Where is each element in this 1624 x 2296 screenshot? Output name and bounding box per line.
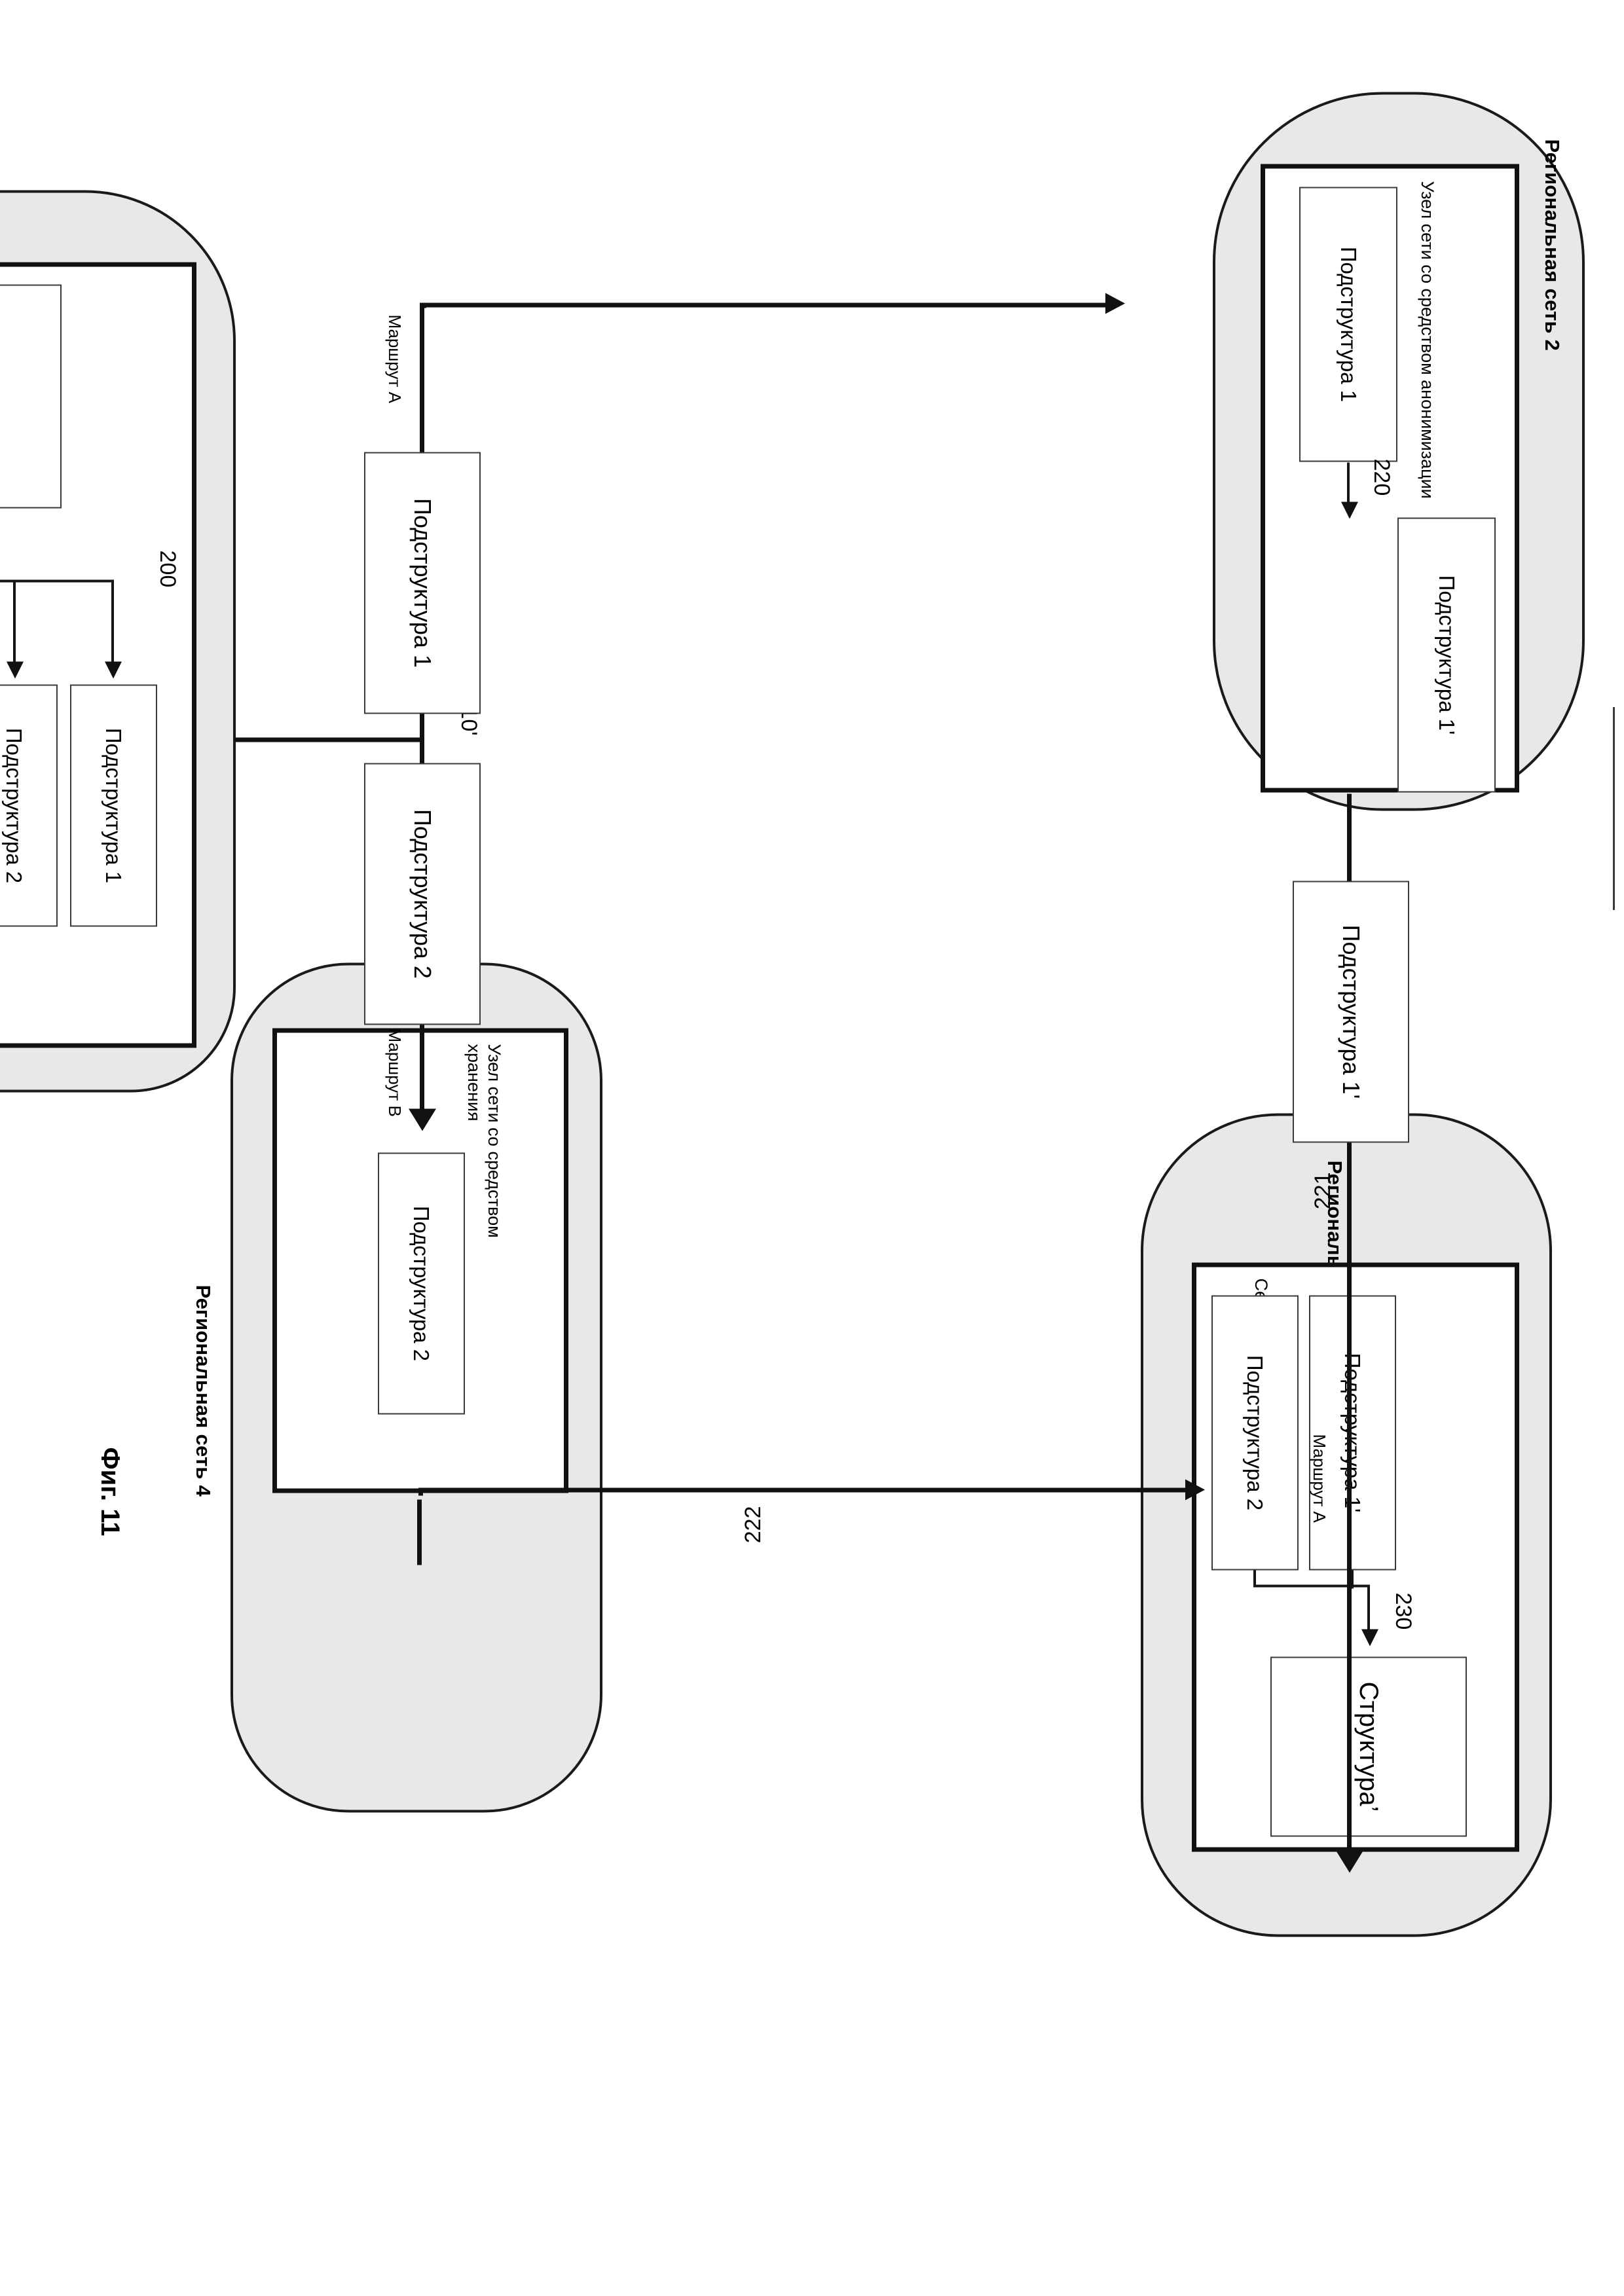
- region-1-box-substructure-1-text: Подструктура 1: [101, 727, 126, 883]
- region-3-merge-riser: [1352, 1584, 1370, 1587]
- region-3-box-structure-prime: Структура’: [1270, 1656, 1467, 1836]
- packet-substructure-1-prime-text: Подструктура 1': [1337, 924, 1365, 1099]
- region-2-transform-ref: 220: [1369, 458, 1394, 496]
- ref-221-label: 221: [1310, 1172, 1336, 1209]
- ref-222-foot: [418, 1487, 423, 1495]
- region-2-box-substructure-1-text: Подструктура 1: [1336, 246, 1361, 401]
- region-2-box-substructure-1: Подструктура 1: [1299, 187, 1397, 462]
- region-1-split-branch-lower: [13, 579, 16, 663]
- packet-substructure-1-prime: Подструктура 1': [1293, 881, 1409, 1142]
- page-margin-rule: [1613, 707, 1615, 910]
- region-4-node-label: Узел сети со средством хранения: [464, 1044, 504, 1260]
- bus-left-foot: [422, 302, 426, 308]
- packet-substructure-1-text: Подструктура 1: [409, 498, 436, 668]
- region-3-box-substructure-2: Подструктура 2: [1211, 1295, 1299, 1570]
- ref-222-line: [417, 1499, 422, 1565]
- route-b-arrowhead-region4: [409, 1108, 436, 1131]
- region-2-label: Региональная сеть 2: [1540, 139, 1564, 350]
- region-1-box-structure-text: Структура: [0, 334, 3, 458]
- route-a-top-label: Маршрут А: [1309, 1434, 1329, 1522]
- region-4-box-substructure-2: Подструктура 2: [378, 1152, 465, 1414]
- region-3-merge-ref: 230: [1390, 1592, 1416, 1630]
- region-1-split-branch-upper: [111, 579, 114, 663]
- packet-substructure-2-text: Подструктура 2: [409, 809, 436, 979]
- region-1-box-substructure-2-text: Подструктура 2: [2, 727, 27, 883]
- region-3-merge-vertical: [1254, 1584, 1354, 1587]
- region-2-box-substructure-1-prime: Подструктура 1': [1397, 517, 1496, 792]
- region-3-merge-to-structure: [1367, 1584, 1370, 1631]
- region-1-box-structure: Структура: [0, 284, 62, 508]
- route-a-bottom-label: Маршрут А: [384, 314, 405, 403]
- region-1-split-arrowhead-lower: [7, 661, 24, 678]
- region-1-split-ref: 200: [155, 550, 180, 587]
- ref-222-riser: [420, 1487, 1187, 1492]
- packet-substructure-1: Подструктура 1: [364, 452, 481, 714]
- region-2-box-substructure-1-prime-text: Подструктура 1': [1434, 575, 1459, 735]
- region-1-box-substructure-1: Подструктура 1: [70, 684, 157, 926]
- ref-222-arrowhead: [1185, 1479, 1205, 1500]
- ref-222-label: 222: [741, 1506, 766, 1543]
- route-a-arrowhead-region2: [1105, 293, 1125, 314]
- bus-left-riser: [422, 302, 1107, 307]
- region-2-transform-arrowhead: [1341, 501, 1358, 519]
- route-a-arrowhead-region3: [1336, 1850, 1363, 1872]
- region-3-box-substructure-1-prime-text: Подструктура 1': [1340, 1353, 1365, 1512]
- region-1-split-arrowhead-upper: [105, 661, 122, 678]
- region-3-box-structure-prime-text: Структура’: [1354, 1681, 1384, 1812]
- region-3-box-substructure-1-prime: Подструктура 1': [1309, 1295, 1396, 1570]
- region-1-split-bar: [0, 579, 114, 582]
- region-4-box-substructure-2-text: Подструктура 2: [409, 1205, 434, 1360]
- region-2-transform-line: [1347, 462, 1350, 503]
- region-3-merge-arrowhead: [1361, 1629, 1378, 1646]
- region-1-box-substructure-2: Подструктура 2: [0, 684, 58, 926]
- packet-substructure-2: Подструктура 2: [364, 763, 481, 1025]
- region-4-label: Региональная сеть 4: [191, 1285, 215, 1496]
- route-b-label: Маршрут В: [384, 1028, 405, 1116]
- figure-caption: Фиг. 11: [95, 1447, 124, 1536]
- ref-210-leader: [234, 737, 424, 742]
- region-3-box-substructure-2-text: Подструктура 2: [1243, 1355, 1268, 1510]
